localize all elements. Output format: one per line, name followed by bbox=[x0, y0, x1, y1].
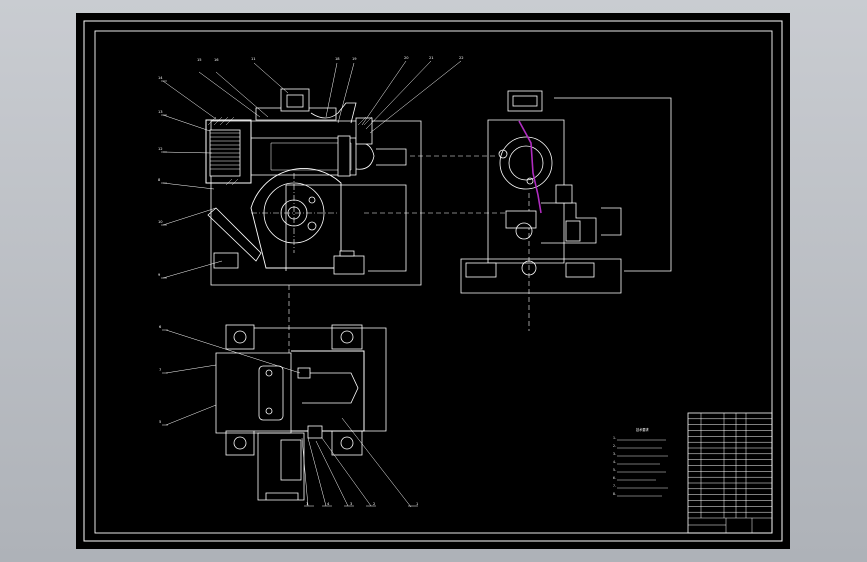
callout-2: 2 bbox=[373, 502, 375, 506]
note-3: 3. bbox=[613, 452, 617, 456]
inner-frame bbox=[94, 30, 773, 534]
callout-18: 18 bbox=[335, 57, 340, 61]
note-1: 1. bbox=[613, 436, 617, 440]
note-7: 7. bbox=[613, 484, 617, 488]
front-view-callout-labels: 15 16 11 18 19 20 21 22 14 13 12 8 10 9 bbox=[158, 56, 464, 277]
front-view bbox=[205, 88, 422, 286]
callout-10: 10 bbox=[158, 220, 163, 224]
note-8: 8. bbox=[613, 492, 617, 496]
callout-8: 8 bbox=[158, 178, 161, 182]
front-view-callouts bbox=[161, 60, 462, 279]
callout-13: 13 bbox=[158, 110, 163, 114]
projection-lines bbox=[288, 155, 530, 353]
side-view bbox=[460, 90, 672, 294]
callout-1: 1 bbox=[416, 502, 418, 506]
drawing-sheet: 15 16 11 18 19 20 21 22 14 13 12 8 10 9 bbox=[76, 13, 790, 549]
magenta-section-line bbox=[518, 120, 542, 214]
cad-drawing: 15 16 11 18 19 20 21 22 14 13 12 8 10 9 bbox=[83, 20, 783, 542]
callout-6: 6 bbox=[159, 325, 162, 329]
callout-22: 22 bbox=[459, 56, 464, 60]
top-view-callout-labels: 6 7 5 1 2 3 4 1 bbox=[159, 325, 418, 506]
note-2: 2. bbox=[613, 444, 617, 448]
callout-19: 19 bbox=[352, 57, 357, 61]
note-5: 5. bbox=[613, 468, 617, 472]
callout-1b: 1 bbox=[306, 502, 308, 506]
callout-3: 3 bbox=[350, 502, 352, 506]
callout-12: 12 bbox=[158, 147, 163, 151]
note-4: 4. bbox=[613, 460, 617, 464]
callout-9: 9 bbox=[158, 273, 161, 277]
callout-15: 15 bbox=[197, 58, 202, 62]
callout-14: 14 bbox=[158, 76, 163, 80]
top-view-callouts bbox=[162, 329, 418, 508]
callout-11: 11 bbox=[251, 57, 256, 61]
callout-5: 5 bbox=[159, 420, 161, 424]
outer-frame bbox=[83, 20, 783, 542]
callout-4: 4 bbox=[327, 502, 330, 506]
top-view bbox=[215, 324, 387, 501]
callout-7: 7 bbox=[159, 368, 161, 372]
callout-21: 21 bbox=[429, 56, 434, 60]
technical-notes: 技术要求 1. 2. 3. 4. 5. 6. 7. 8. bbox=[613, 427, 668, 497]
callout-20: 20 bbox=[404, 56, 409, 60]
title-block bbox=[687, 412, 773, 534]
callout-16: 16 bbox=[214, 58, 219, 62]
note-6: 6. bbox=[613, 476, 617, 480]
notes-title: 技术要求 bbox=[636, 427, 650, 432]
